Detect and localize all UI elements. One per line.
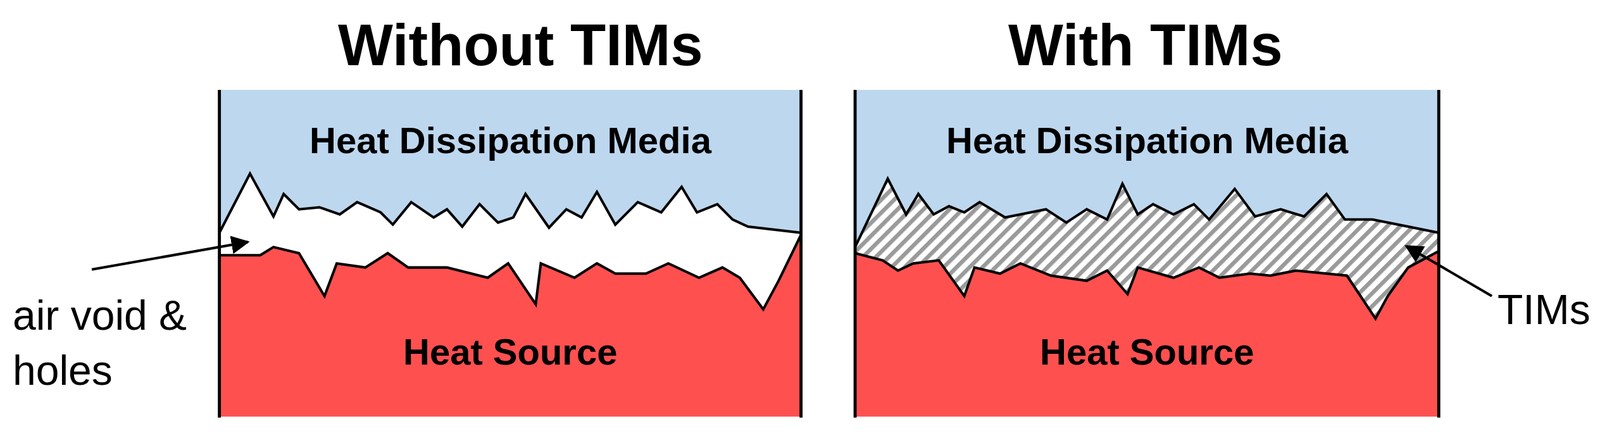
surface-line bbox=[855, 178, 1439, 247]
heat-dissipation-media: Heat Dissipation Media bbox=[939, 117, 1355, 165]
panel-title: Without TIMs bbox=[337, 13, 704, 78]
panel-border bbox=[217, 89, 221, 418]
heat-source-region bbox=[219, 234, 802, 417]
leader-arrow bbox=[1406, 246, 1492, 297]
right-panel bbox=[855, 89, 1439, 418]
surface-line bbox=[219, 234, 802, 310]
surface-line bbox=[855, 251, 1439, 319]
heat-source: Heat Source bbox=[396, 328, 624, 376]
region-label: Heat Dissipation Media bbox=[946, 119, 1349, 163]
heat-source: Heat Source bbox=[1033, 328, 1261, 376]
heat-source-region bbox=[855, 251, 1439, 417]
panel-border bbox=[799, 89, 803, 418]
left-panel bbox=[219, 89, 802, 418]
panel-title: With TIMs bbox=[1008, 13, 1283, 78]
panel-border bbox=[1437, 89, 1441, 418]
surface-line bbox=[219, 173, 802, 233]
region-label: Heat Source bbox=[1039, 331, 1254, 374]
region-label: Heat Dissipation Media bbox=[309, 119, 712, 163]
leader-arrow bbox=[91, 241, 249, 270]
callout-label: air void & holes bbox=[12, 287, 222, 399]
region-label: Heat Source bbox=[403, 331, 618, 374]
panel-border bbox=[853, 89, 857, 418]
heat-dissipation-media: Heat Dissipation Media bbox=[303, 117, 718, 165]
callout-label: TIMs bbox=[1497, 282, 1591, 338]
